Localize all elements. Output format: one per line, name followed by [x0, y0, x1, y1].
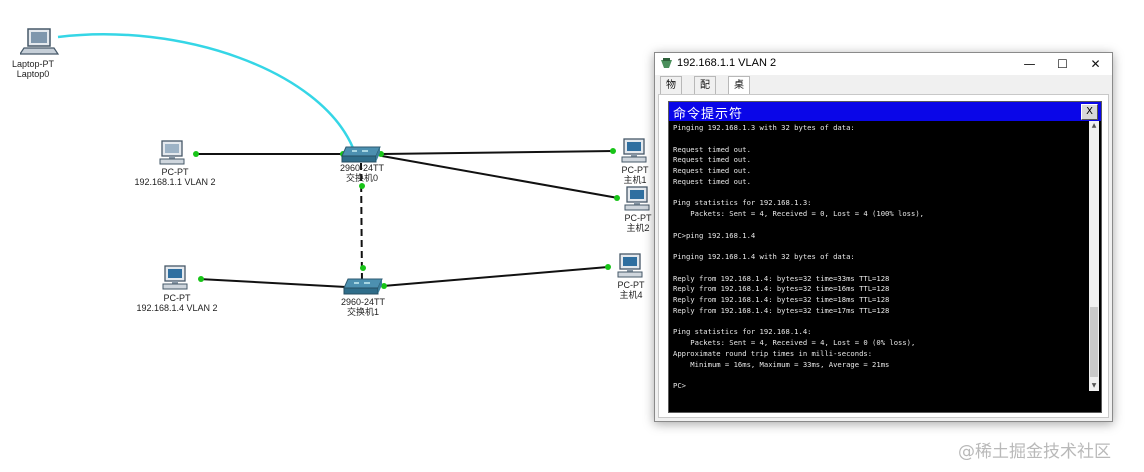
device-type-label: PC-PT: [621, 165, 649, 175]
console-cable[interactable]: [57, 33, 355, 149]
device-type-label: PC-PT: [163, 293, 191, 303]
device-name-label: 192.168.1.4 VLAN 2: [136, 303, 218, 313]
switch0-label: 2960-24TT 交换机0: [336, 163, 388, 183]
terminal-line: Request timed out.: [673, 155, 751, 165]
pc-vlan2-b-label: PC-PT 192.168.1.4 VLAN 2: [128, 293, 226, 313]
device-name-label: 主机2: [626, 223, 650, 233]
terminal-line: Reply from 192.168.1.4: bytes=32 time=16…: [673, 284, 890, 294]
terminal-scrollbar[interactable]: ▲ ▼: [1089, 121, 1099, 391]
maximize-button[interactable]: ☐: [1057, 57, 1068, 71]
link-switch0-host1[interactable]: [381, 150, 615, 155]
host4-label: PC-PT 主机4: [612, 280, 650, 300]
pc-icon[interactable]: [623, 186, 653, 212]
device-window: 192.168.1.1 VLAN 2 — ☐ ✕ 物理 配置 桌面 命令提示符 …: [654, 52, 1113, 422]
command-prompt-title: 命令提示符: [673, 107, 744, 122]
device-type-label: 2960-24TT: [340, 297, 386, 307]
command-prompt[interactable]: 命令提示符 X Pinging 192.168.1.3 with 32 byte…: [668, 101, 1102, 413]
window-title: 192.168.1.1 VLAN 2: [677, 57, 777, 69]
pc-icon[interactable]: [158, 140, 188, 166]
tab-physical[interactable]: 物理: [660, 76, 682, 108]
terminal-line: Ping statistics for 192.168.1.4:: [673, 327, 812, 337]
minimize-button[interactable]: —: [1023, 57, 1036, 71]
device-name-label: 交换机0: [345, 173, 378, 183]
terminal-line: Request timed out.: [673, 176, 751, 186]
terminal-line: Minimum = 16ms, Maximum = 33ms, Average …: [673, 359, 890, 369]
terminal-line: Ping statistics for 192.168.1.3:: [673, 198, 812, 208]
terminal-line: Approximate round trip times in milli-se…: [673, 348, 873, 358]
laptop-icon[interactable]: [20, 27, 60, 57]
terminal-line: Packets: Sent = 4, Received = 4, Lost = …: [673, 338, 916, 347]
terminal-line: Request timed out.: [673, 144, 751, 154]
switch-icon[interactable]: [340, 144, 384, 164]
device-name-label: 交换机1: [346, 307, 379, 317]
terminal-line: Pinging 192.168.1.3 with 32 bytes of dat…: [673, 123, 855, 132]
device-name-label: 主机1: [623, 175, 647, 185]
tab-config[interactable]: 配置: [694, 76, 716, 108]
link-switch0-host2[interactable]: [381, 155, 619, 199]
device-name-label: Laptop0: [16, 69, 50, 79]
host1-label: PC-PT 主机1: [616, 165, 654, 185]
device-type-label: Laptop-PT: [12, 59, 55, 69]
window-titlebar[interactable]: 192.168.1.1 VLAN 2 — ☐ ✕: [655, 53, 1112, 75]
pc-icon[interactable]: [161, 265, 191, 291]
device-type-label: PC-PT: [624, 213, 652, 223]
desktop-panel: 命令提示符 X Pinging 192.168.1.3 with 32 byte…: [658, 94, 1109, 418]
link-pc-switch1[interactable]: [198, 278, 347, 288]
device-name-label: 192.168.1.1 VLAN 2: [134, 177, 216, 187]
host2-label: PC-PT 主机2: [619, 213, 657, 233]
command-prompt-close-button[interactable]: X: [1081, 104, 1098, 120]
link-switch0-switch1[interactable]: [360, 162, 363, 285]
app-icon: [661, 58, 672, 68]
terminal-line: Request timed out.: [673, 166, 751, 175]
link-status-indicators: [193, 148, 620, 289]
laptop0-label: Laptop-PT Laptop0: [12, 59, 54, 79]
close-button[interactable]: ✕: [1090, 57, 1101, 71]
terminal-line: Packets: Sent = 4, Received = 0, Lost = …: [673, 209, 924, 218]
device-type-label: PC-PT: [161, 167, 189, 177]
pc-icon[interactable]: [620, 138, 650, 164]
scrollbar-thumb[interactable]: [1090, 307, 1098, 377]
watermark: @稀土掘金技术社区: [958, 442, 1111, 462]
scroll-up-icon[interactable]: ▲: [1091, 122, 1097, 129]
pc-vlan2-label: PC-PT 192.168.1.1 VLAN 2: [128, 167, 222, 187]
terminal-line: PC>: [673, 381, 686, 390]
switch-icon[interactable]: [342, 276, 386, 296]
terminal-line: Reply from 192.168.1.4: bytes=32 time=33…: [673, 273, 890, 283]
terminal-output[interactable]: Pinging 192.168.1.3 with 32 bytes of dat…: [673, 121, 1079, 410]
link-switch1-host4[interactable]: [382, 266, 609, 287]
terminal-line: Reply from 192.168.1.4: bytes=32 time=17…: [673, 305, 890, 315]
device-type-label: PC-PT: [617, 280, 645, 290]
pc-icon[interactable]: [616, 253, 646, 279]
tab-desktop[interactable]: 桌面: [728, 76, 750, 108]
terminal-line: Pinging 192.168.1.4 with 32 bytes of dat…: [673, 252, 855, 261]
command-prompt-titlebar: 命令提示符 X: [669, 102, 1101, 122]
terminal-line: PC>ping 192.168.1.4: [673, 230, 756, 240]
device-name-label: 主机4: [619, 290, 643, 300]
terminal-line: Reply from 192.168.1.4: bytes=32 time=18…: [673, 295, 890, 304]
switch1-label: 2960-24TT 交换机1: [337, 297, 389, 317]
scroll-down-icon[interactable]: ▼: [1091, 382, 1097, 389]
device-type-label: 2960-24TT: [339, 163, 385, 173]
